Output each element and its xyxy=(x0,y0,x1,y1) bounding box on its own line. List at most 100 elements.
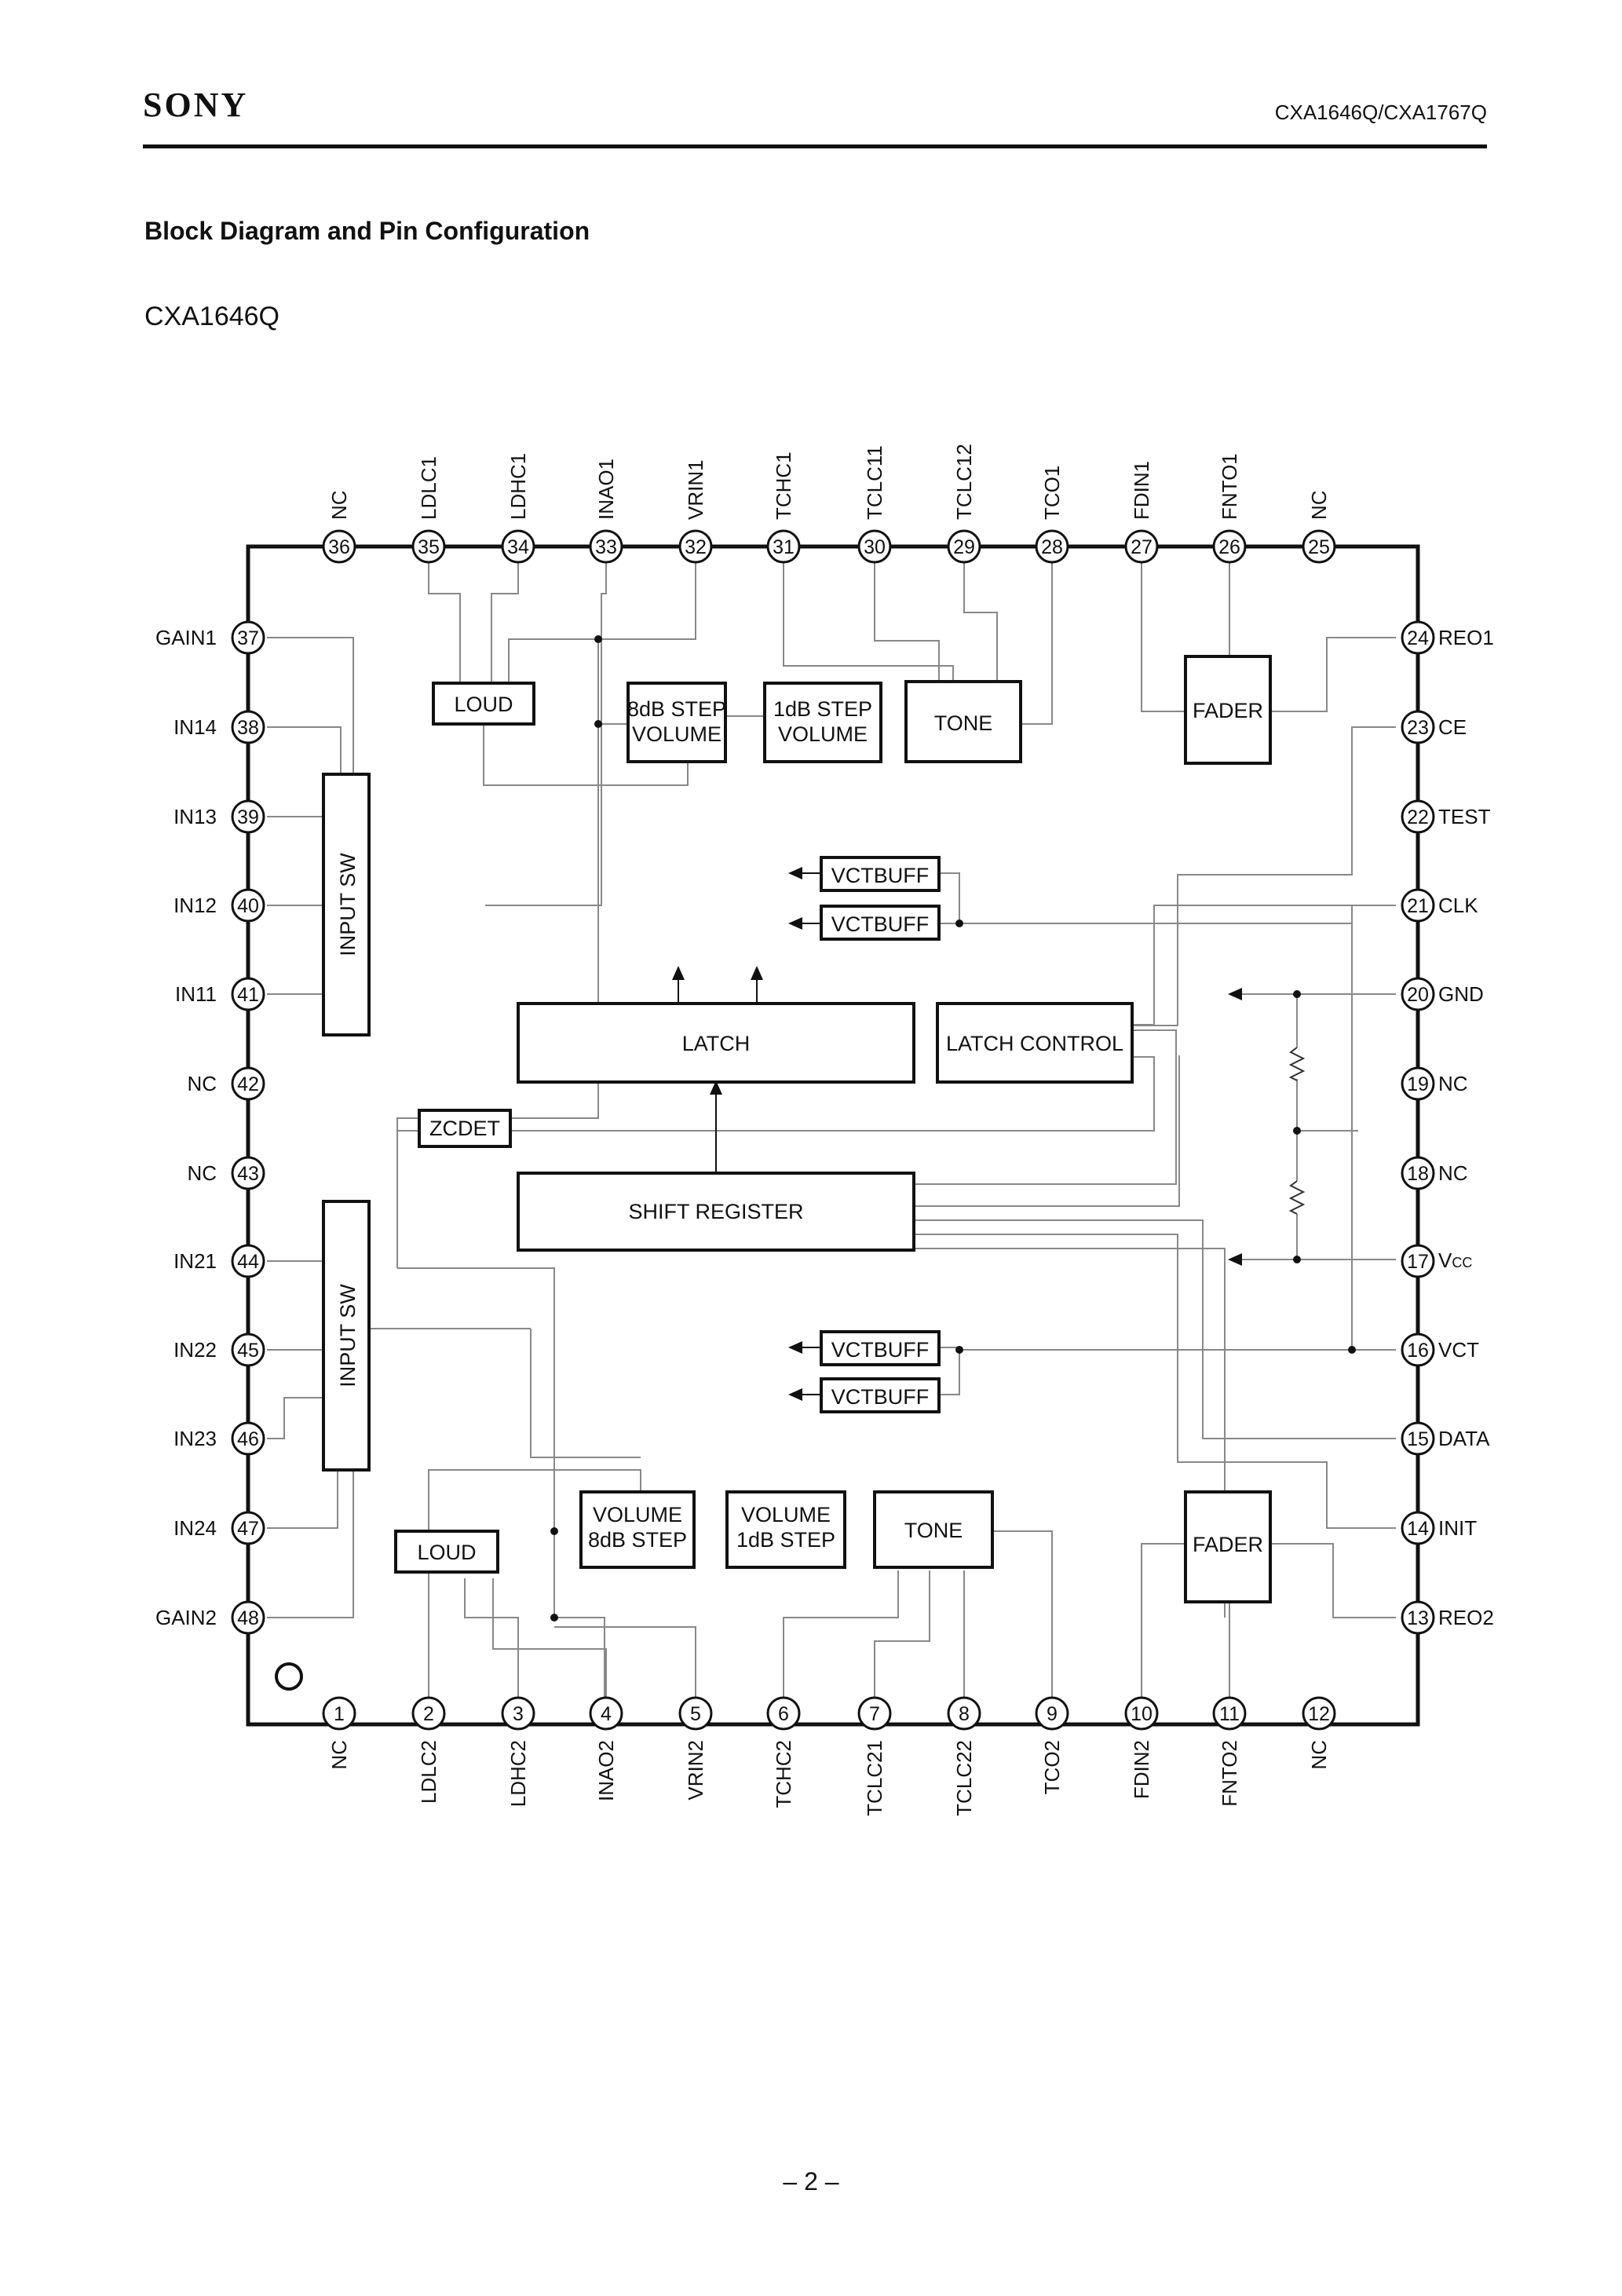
pin-17-number: 17 xyxy=(1407,1251,1429,1273)
pin-48-number: 48 xyxy=(237,1607,259,1629)
pin-12-number: 12 xyxy=(1308,1703,1330,1725)
pin-31-name: TCHC1 xyxy=(772,452,795,520)
pin-39-number: 39 xyxy=(237,806,259,828)
pin-44-number: 44 xyxy=(237,1251,259,1273)
zcdet-label: ZCDET xyxy=(429,1117,500,1140)
pin-47-name: IN24 xyxy=(174,1516,217,1540)
chip-name: CXA1646Q xyxy=(144,302,279,331)
input-sw-block-2 xyxy=(322,1200,371,1472)
pin-16-number: 16 xyxy=(1407,1340,1429,1362)
pin-23-circle xyxy=(1401,710,1435,744)
pin-25-number: 25 xyxy=(1308,536,1330,558)
pin-8-number: 8 xyxy=(959,1703,970,1725)
pin-24-name: REO1 xyxy=(1438,626,1494,649)
function-blocks xyxy=(322,655,1272,1603)
pin-18-circle xyxy=(1401,1156,1435,1190)
pin-12-name: NC xyxy=(1307,1740,1331,1770)
pin-15-number: 15 xyxy=(1407,1428,1429,1450)
pin-28-circle xyxy=(1035,529,1069,564)
pin-24-circle xyxy=(1401,620,1435,655)
pin-21-circle xyxy=(1401,888,1435,923)
vctbuff-label-1: VCTBUFF xyxy=(831,864,930,887)
pin-4-name: INAO2 xyxy=(594,1740,618,1801)
pin-6-circle xyxy=(766,1696,801,1731)
pin-48-name: GAIN2 xyxy=(155,1606,217,1629)
pin-42-number: 42 xyxy=(237,1073,259,1095)
pin-17-circle xyxy=(1401,1244,1435,1278)
pin-41-number: 41 xyxy=(237,984,259,1006)
latch-control-block xyxy=(936,1002,1134,1084)
vctbuff-block-3 xyxy=(820,1330,941,1366)
volume-1db-block-2 xyxy=(725,1490,846,1569)
pin-43-circle xyxy=(231,1156,265,1190)
part-numbers: CXA1646Q/CXA1767Q xyxy=(1274,101,1487,124)
vctbuff-label-2: VCTBUFF xyxy=(831,912,930,936)
pin-22-circle xyxy=(1401,799,1435,834)
pin-41-name: IN11 xyxy=(175,982,217,1006)
latch-label: LATCH xyxy=(682,1032,751,1055)
pin-14-circle xyxy=(1401,1511,1435,1545)
pin-38-circle xyxy=(231,710,265,744)
pin-10-number: 10 xyxy=(1131,1703,1153,1725)
pin-37-number: 37 xyxy=(237,627,259,649)
pin-34-circle xyxy=(501,529,535,564)
pin-11-circle xyxy=(1212,1696,1247,1731)
header-rule xyxy=(143,144,1487,148)
pin-44-circle xyxy=(231,1244,265,1278)
pin-29-number: 29 xyxy=(953,536,975,558)
pin-22-name: TEST xyxy=(1438,805,1491,828)
block-labels: LOUD 8dB STEP VOLUME 1dB STEP VOLUME TON… xyxy=(336,693,1263,1564)
pin-43-number: 43 xyxy=(237,1163,259,1185)
pin-4-circle xyxy=(589,1696,623,1731)
vctbuff-block-1 xyxy=(820,856,941,892)
vol8-label-line1: VOLUME xyxy=(593,1503,682,1526)
pin-13-circle xyxy=(1401,1600,1435,1635)
pin-26-name: FNTO1 xyxy=(1218,453,1241,520)
pin-45-name: IN22 xyxy=(174,1338,217,1362)
pin-24-number: 24 xyxy=(1407,627,1429,649)
pin-35-number: 35 xyxy=(418,536,440,558)
pin-25-circle xyxy=(1302,529,1336,564)
shift-register-label: SHIFT REGISTER xyxy=(628,1200,803,1223)
step8-label-line2: VOLUME xyxy=(632,722,721,746)
pin-1-circle xyxy=(322,1696,356,1731)
pin-3-number: 3 xyxy=(513,1703,524,1725)
pin-30-name: TCLC11 xyxy=(863,445,886,520)
pin-28-number: 28 xyxy=(1041,536,1063,558)
vctbuff-label-4: VCTBUFF xyxy=(831,1385,930,1409)
pin-47-number: 47 xyxy=(237,1518,259,1540)
pin-32-circle xyxy=(678,529,713,564)
package-outline xyxy=(246,544,1420,1727)
pin-5-name: VRIN2 xyxy=(684,1740,707,1801)
pin-18-name: NC xyxy=(1438,1161,1468,1185)
pin-33-name: INAO1 xyxy=(594,459,618,520)
pin-9-circle xyxy=(1035,1696,1069,1731)
pin-2-name: LDLC2 xyxy=(417,1740,440,1804)
pin-26-circle xyxy=(1212,529,1247,564)
pin-29-circle xyxy=(947,529,981,564)
pin-42-circle xyxy=(231,1066,265,1101)
pin-29-name: TCLC12 xyxy=(952,444,976,520)
pin-46-name: IN23 xyxy=(174,1427,217,1450)
pin-40-circle xyxy=(231,888,265,923)
pin-40-name: IN12 xyxy=(174,894,217,917)
tone-block-1 xyxy=(904,680,1022,763)
pin-30-circle xyxy=(857,529,892,564)
pin-31-number: 31 xyxy=(773,536,795,558)
pin-14-name: INIT xyxy=(1438,1516,1477,1540)
pin-12-circle xyxy=(1302,1696,1336,1731)
pin-21-number: 21 xyxy=(1407,895,1429,917)
pin-45-number: 45 xyxy=(237,1340,259,1362)
section-title: Block Diagram and Pin Configuration xyxy=(144,217,590,245)
pin-9-number: 9 xyxy=(1047,1703,1058,1725)
pin-4-number: 4 xyxy=(601,1703,612,1725)
resistor-ladder xyxy=(1288,1047,1306,1215)
pin-35-circle xyxy=(411,529,446,564)
vctbuff-block-2 xyxy=(820,905,941,941)
pin-2-circle xyxy=(411,1696,446,1731)
pin-46-circle xyxy=(231,1421,265,1456)
vol1-label-line1: VOLUME xyxy=(741,1503,831,1526)
loud-block-2 xyxy=(394,1530,499,1574)
